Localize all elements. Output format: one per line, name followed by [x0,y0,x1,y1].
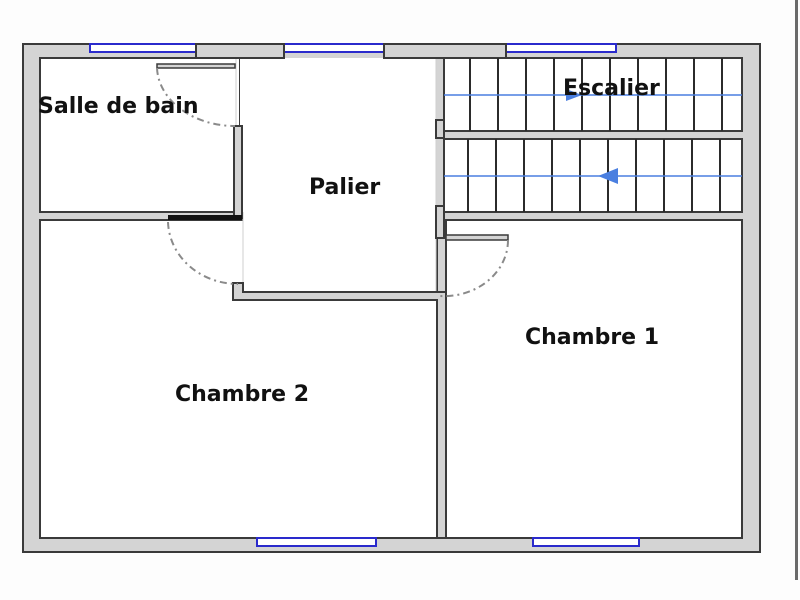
label-escalier: Escalier [563,76,660,101]
room-chambre-1 [445,219,743,539]
window-bottom-1 [256,537,377,547]
label-salle-de-bain: Salle de bain [38,94,199,119]
room-palier [240,58,436,296]
label-palier: Palier [309,175,381,200]
stair-steps-upper [444,58,742,131]
label-chambre-2: Chambre 2 [175,382,310,407]
arrow-right-icon [566,89,582,101]
window-top-2 [283,43,385,53]
page-edge-bar [795,0,798,580]
label-chambre-1: Chambre 1 [525,325,660,350]
door-salle-de-bain [156,63,236,127]
room-salle-de-bain [39,57,241,213]
window-bottom-2 [532,537,640,547]
palier-wall [232,282,447,539]
stair-steps-lower [444,139,742,212]
door-stop-chambre-2 [168,215,242,220]
window-top-1 [89,43,197,53]
bath-wall [233,125,243,219]
door-chambre-1 [439,234,510,298]
window-top-3 [505,43,617,53]
arrow-left-icon [598,168,618,184]
door-chambre-2 [167,221,239,285]
